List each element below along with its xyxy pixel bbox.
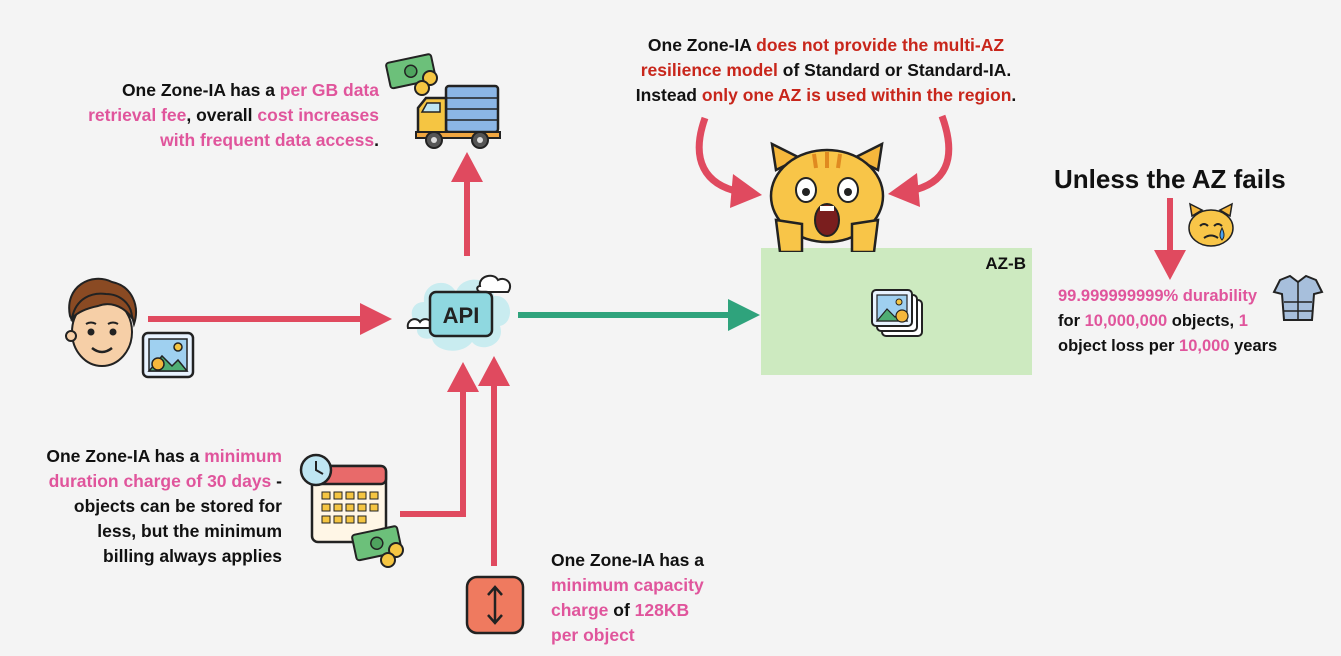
capacity-text-5: 128KB: [634, 600, 690, 620]
retrieval-text-3: retrieval fee: [88, 105, 187, 125]
durability-text-2: for: [1058, 312, 1085, 330]
resize-vertical-icon: [465, 575, 525, 635]
retrieval-fee-note: One Zone-IA has a per GB data retrieval …: [40, 78, 379, 153]
retrieval-text-7: .: [374, 130, 379, 150]
resilience-text-2: does not provide the multi-AZ: [756, 35, 1005, 55]
calendar-clock-icon: [299, 453, 388, 544]
duration-text-2: minimum: [204, 446, 282, 466]
resilience-note: One Zone-IA does not provide the multi-A…: [600, 33, 1052, 108]
user-avatar-icon: [65, 277, 137, 367]
duration-text-6: less, but the minimum: [97, 521, 282, 541]
duration-text-4: -: [271, 471, 282, 491]
resilience-text-3: resilience model: [640, 60, 778, 80]
money-icon: [385, 53, 438, 96]
duration-text-3: duration charge of 30 days: [48, 471, 272, 491]
arrow-user-to-api: [148, 303, 392, 335]
retrieval-text-2: per GB data: [279, 80, 379, 100]
delivery-truck-icon: [415, 84, 501, 149]
api-label: API: [443, 303, 480, 328]
arrow-api-to-retrieval: [451, 152, 483, 256]
retrieval-text-1: One Zone-IA has a: [121, 80, 280, 100]
durability-text-3: 10,000,000: [1084, 312, 1168, 330]
crying-cat-icon: [1188, 202, 1234, 247]
resilience-text-1: One Zone-IA: [647, 35, 757, 55]
resilience-text-5: Instead: [635, 85, 702, 105]
capacity-text-4: of: [608, 600, 635, 620]
durability-text-1: 99.999999999% durability: [1058, 287, 1258, 305]
az-b-label: AZ-B: [985, 254, 1026, 273]
durability-text-4: objects,: [1167, 312, 1239, 330]
money-icon-bottom: [351, 525, 404, 568]
resilience-text-7: .: [1011, 85, 1017, 105]
capacity-note: One Zone-IA has a minimum capacity charg…: [551, 548, 771, 648]
retrieval-text-4: , overall: [186, 105, 258, 125]
duration-note: One Zone-IA has a minimum duration charg…: [10, 444, 282, 569]
retrieval-text-6: with frequent data access: [160, 130, 375, 150]
capacity-text-6: per object: [551, 625, 635, 645]
capacity-text-1: One Zone-IA has a: [551, 550, 704, 570]
resilience-text-4: of Standard or Standard-IA.: [777, 60, 1012, 80]
api-cloud-icon: API: [406, 274, 512, 351]
arrow-duration-to-api: [400, 362, 479, 517]
stacked-images-icon: [871, 289, 923, 337]
retrieval-text-5: cost increases: [257, 105, 379, 125]
arrow-curve-right: [888, 114, 953, 207]
shocked-cat-icon: [769, 141, 885, 252]
duration-text-7: billing always applies: [103, 546, 282, 566]
arrow-api-to-az: [518, 299, 760, 331]
arrow-curve-left: [695, 116, 762, 208]
unless-heading: Unless the AZ fails: [1054, 164, 1286, 194]
capacity-text-3: charge: [551, 600, 609, 620]
image-file-icon: [141, 331, 195, 379]
resilience-text-6: only one AZ is used within the region: [701, 85, 1012, 105]
durability-note: 99.999999999% durability for 10,000,000 …: [1058, 284, 1298, 359]
capacity-text-2: minimum capacity: [551, 575, 704, 595]
armor-icon: [1272, 274, 1324, 321]
durability-text-6: object loss per: [1058, 337, 1180, 355]
duration-text-1: One Zone-IA has a: [46, 446, 205, 466]
durability-text-8: years: [1229, 337, 1278, 355]
duration-text-5: objects can be stored for: [73, 496, 282, 516]
durability-text-7: 10,000: [1179, 337, 1230, 355]
arrow-capacity-to-api: [478, 356, 510, 566]
durability-text-5: 1: [1238, 312, 1248, 330]
arrow-unless-to-durability: [1154, 198, 1186, 280]
